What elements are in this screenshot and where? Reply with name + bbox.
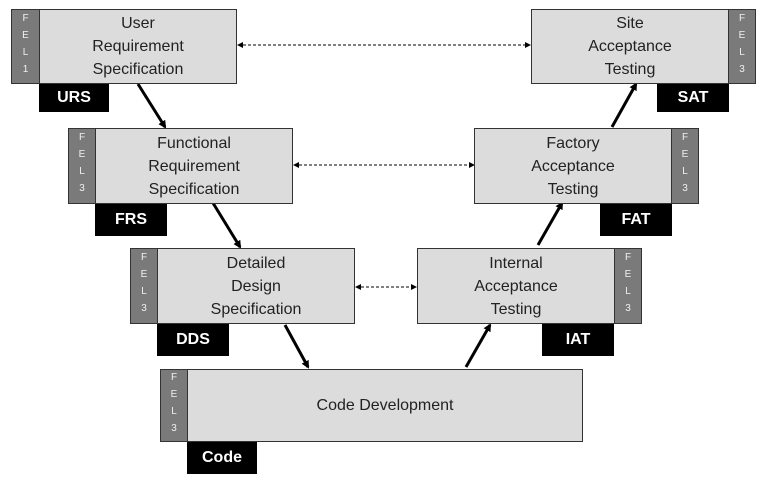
- dds-fel-label: FEL3: [130, 248, 158, 324]
- sat-box: Site Acceptance Testing: [531, 9, 729, 84]
- fat-fel-label: FEL3: [671, 128, 699, 204]
- arrow-frs-to-dds: [211, 202, 242, 249]
- sat-fel-label: FEL3: [728, 9, 756, 84]
- urs-tag: URS: [39, 84, 109, 112]
- iat-tag: IAT: [542, 324, 614, 356]
- arrow-code-to-iat: [464, 323, 492, 368]
- frs-fel-label: FEL3: [68, 128, 96, 204]
- arrow-fat-to-sat: [610, 82, 638, 128]
- arrow-dds-to-code: [283, 324, 310, 369]
- iat-title: Internal Acceptance Testing: [474, 254, 558, 318]
- dds-tag: DDS: [157, 324, 229, 356]
- frs-box: Functional Requirement Specification: [95, 128, 293, 204]
- frs-tag: FRS: [95, 204, 167, 236]
- fat-box: Factory Acceptance Testing: [474, 128, 672, 204]
- code-tag: Code: [187, 442, 257, 474]
- dds-title: Detailed Design Specification: [210, 254, 302, 318]
- arrow-urs-to-frs: [136, 83, 167, 129]
- dds-box: Detailed Design Specification: [157, 248, 355, 324]
- iat-fel-label: FEL3: [614, 248, 642, 324]
- code-box: Code Development: [187, 369, 583, 442]
- iat-box: Internal Acceptance Testing: [417, 248, 615, 324]
- sat-title: Site Acceptance Testing: [588, 15, 672, 78]
- frs-title: Functional Requirement Specification: [148, 134, 240, 198]
- urs-title: User Requirement Specification: [92, 15, 184, 78]
- fat-tag: FAT: [600, 204, 672, 236]
- sat-tag: SAT: [657, 84, 729, 112]
- arrow-iat-to-fat: [536, 201, 564, 246]
- fat-title: Factory Acceptance Testing: [531, 134, 615, 198]
- urs-box: User Requirement Specification: [39, 9, 237, 84]
- code-title: Code Development: [316, 397, 454, 414]
- urs-fel-label: FEL1: [11, 9, 40, 84]
- code-fel-label: FEL3: [160, 369, 188, 442]
